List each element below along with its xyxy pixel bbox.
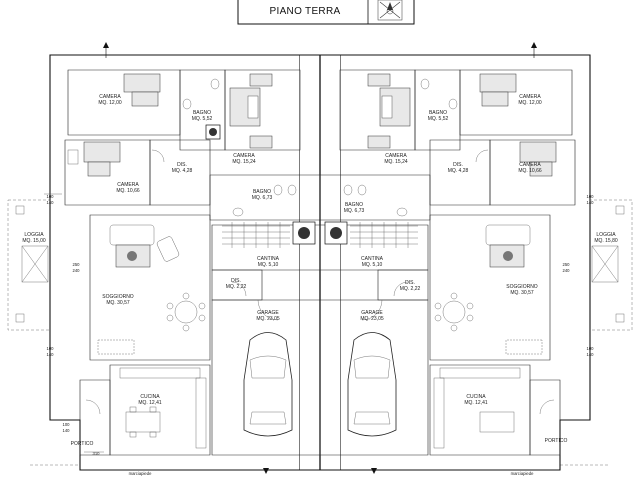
room-area: MQ. 12,41	[138, 400, 162, 406]
room-name: CAMERA	[385, 153, 407, 159]
plan-title: PIANO TERRA	[270, 6, 341, 17]
room-name: CAMERA	[519, 162, 541, 168]
room-area: MQ. 5,52	[428, 116, 449, 122]
dim-text: 140	[587, 352, 595, 357]
room-area: MQ. 12,41	[464, 400, 488, 406]
room-area: MQ. 2,22	[226, 284, 247, 290]
title-block: PIANO TERRA	[237, 0, 415, 25]
entry-arrow-icons	[103, 42, 537, 474]
dim-text: 250	[563, 262, 571, 267]
room-area: MQ. 2,22	[400, 286, 421, 292]
room-area: MQ. 23,05	[360, 316, 384, 322]
room-name: DIS.	[177, 162, 187, 168]
room-name: GARAGE	[257, 310, 279, 316]
dim-text: 250	[73, 262, 81, 267]
room-area: MQ. 4,28	[448, 168, 469, 174]
north-arrow-icon	[377, 0, 403, 21]
room-area: MQ. 5,52	[192, 116, 213, 122]
labels-left: CAMERA MQ. 12,00 BAGNO MQ. 5,52 CAMERA M…	[22, 94, 280, 447]
sidewalk-label: marciapiede	[129, 471, 152, 476]
dim-text: 240	[563, 268, 571, 273]
room-area: MQ. 5,10	[362, 262, 383, 268]
dim-text: 100	[47, 346, 55, 351]
room-area: MQ. 10,66	[518, 168, 542, 174]
room-name: LOGGIA	[596, 232, 616, 238]
dim-text: 310	[93, 451, 101, 456]
room-name: BAGNO	[345, 202, 363, 208]
room-name: PORTICO	[71, 441, 94, 447]
room-area: MQ. 15,80	[594, 238, 618, 244]
dim-text: 100	[63, 422, 71, 427]
room-area: MQ. 30,57	[106, 300, 130, 306]
room-name: SOGGIORNO	[102, 294, 134, 300]
room-area: MQ. 6,73	[344, 208, 365, 214]
room-area: MQ. 15,00	[22, 238, 46, 244]
car-icon	[243, 332, 293, 437]
room-area: MQ. 15,24	[232, 159, 256, 165]
room-name: CAMERA	[519, 94, 541, 100]
dimension-labels: 100 140 250 240 100 140 100 140 100 140 …	[44, 193, 595, 476]
room-area: MQ. 6,73	[252, 195, 273, 201]
room-area: MQ. 30,57	[510, 290, 534, 296]
room-name: CAMERA	[117, 182, 139, 188]
dim-text: 100	[587, 194, 595, 199]
room-area: MQ. 12,00	[518, 100, 542, 106]
room-area: MQ. 23,05	[256, 316, 280, 322]
room-name: CAMERA	[99, 94, 121, 100]
dim-text: 140	[587, 200, 595, 205]
room-name: CUCINA	[466, 394, 486, 400]
room-name: BAGNO	[253, 189, 271, 195]
room-area: MQ. 5,10	[258, 262, 279, 268]
room-area: MQ. 15,24	[384, 159, 408, 165]
room-name: CUCINA	[140, 394, 160, 400]
sidewalk-label: marciapiede	[511, 471, 534, 476]
dim-text: 100	[587, 346, 595, 351]
dim-text: 140	[47, 200, 55, 205]
room-area: MQ. 12,00	[98, 100, 122, 106]
room-area: MQ. 10,66	[116, 188, 140, 194]
room-name: SOGGIORNO	[506, 284, 538, 290]
room-name: DIS.	[405, 280, 415, 286]
room-name: DIS.	[231, 278, 241, 284]
room-name: CANTINA	[257, 256, 280, 262]
room-name: BAGNO	[429, 110, 447, 116]
room-name: BAGNO	[193, 110, 211, 116]
unit-left	[15, 69, 321, 456]
unit-right	[319, 69, 625, 456]
dim-text: 140	[47, 352, 55, 357]
room-name: GARAGE	[361, 310, 383, 316]
labels-right: CAMERA MQ. 12,00 BAGNO MQ. 5,52 CAMERA M…	[344, 94, 618, 444]
room-name: LOGGIA	[24, 232, 44, 238]
dim-text: 140	[63, 428, 71, 433]
dim-text: 240	[73, 268, 81, 273]
room-name: CANTINA	[361, 256, 384, 262]
room-area: MQ. 4,28	[172, 168, 193, 174]
room-name: DIS.	[453, 162, 463, 168]
dim-text: 100	[47, 194, 55, 199]
room-name: CAMERA	[233, 153, 255, 159]
room-name: PORTICO	[545, 438, 568, 444]
